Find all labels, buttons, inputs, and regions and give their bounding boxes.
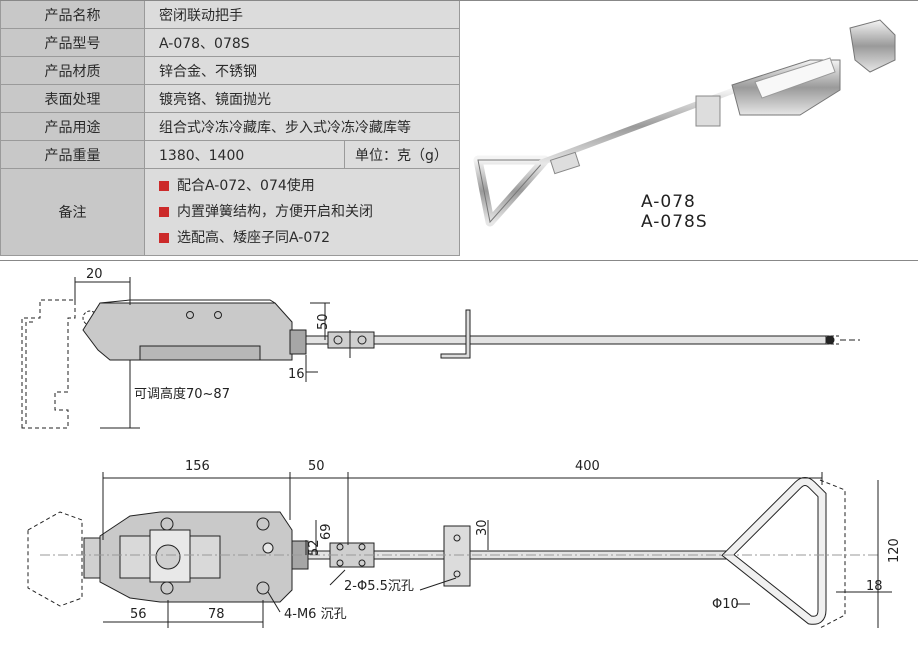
screw-spec-label: 4-M6 沉孔 [284, 607, 347, 622]
spec-label: 产品重量 [0, 140, 145, 169]
spec-unit: 单位：克（g） [344, 140, 460, 169]
top-view-drawing [27, 472, 892, 629]
spec-row: 产品型号 A-078、078S [0, 28, 460, 57]
spec-row: 表面处理 镀亮铬、镜面抛光 [0, 84, 460, 113]
adjust-height-label: 可调高度70~87 [134, 386, 230, 402]
section-divider [0, 260, 918, 261]
square-bullet-icon [159, 233, 169, 243]
rod-diameter-label: Φ10 [712, 597, 739, 612]
spec-label: 产品名称 [0, 0, 145, 29]
top-border [0, 0, 918, 1]
side-view-drawing [21, 277, 860, 429]
spec-row: 产品材质 锌合金、不锈钢 [0, 56, 460, 85]
dim-16: 16 [288, 367, 305, 382]
dim-78: 78 [208, 607, 225, 622]
model-label: A-078S [641, 212, 708, 232]
dim-50-side: 50 [316, 313, 331, 330]
model-label: A-078 [641, 192, 696, 212]
spec-value: 镀亮铬、镜面抛光 [144, 84, 460, 113]
spec-value: 锌合金、不锈钢 [144, 56, 460, 85]
spec-table: 产品名称 密闭联动把手 产品型号 A-078、078S 产品材质 锌合金、不锈钢… [0, 0, 460, 256]
spec-row: 产品重量 1380、1400 单位：克（g） [0, 140, 460, 169]
hole-spec-label: 2-Φ5.5沉孔 [344, 579, 414, 594]
dim-69: 69 [319, 523, 334, 540]
square-bullet-icon [159, 181, 169, 191]
spec-label: 产品材质 [0, 56, 145, 85]
dim-20: 20 [86, 267, 103, 282]
spec-value: 组合式冷冻冷藏库、步入式冷冻冷藏库等 [144, 112, 460, 141]
note-item: 内置弹簧结构，方便开启和关闭 [159, 199, 459, 225]
spec-notes: 配合A-072、074使用 内置弹簧结构，方便开启和关闭 选配高、矮座子同A-0… [144, 168, 460, 256]
dim-52: 52 [307, 539, 322, 556]
spec-notes-row: 备注 配合A-072、074使用 内置弹簧结构，方便开启和关闭 选配高、矮座子同… [0, 168, 460, 256]
spec-value: A-078、078S [144, 28, 460, 57]
spec-row: 产品名称 密闭联动把手 [0, 0, 460, 29]
dim-50-top: 50 [308, 459, 325, 474]
note-item: 配合A-072、074使用 [159, 173, 459, 199]
dim-156: 156 [185, 459, 210, 474]
dim-18: 18 [866, 579, 883, 594]
note-item: 选配高、矮座子同A-072 [159, 225, 459, 251]
dim-56: 56 [130, 607, 147, 622]
square-bullet-icon [159, 207, 169, 217]
product-photo [473, 19, 896, 227]
dim-30: 30 [475, 519, 490, 536]
dim-400: 400 [575, 459, 600, 474]
spec-label: 表面处理 [0, 84, 145, 113]
spec-row: 产品用途 组合式冷冻冷藏库、步入式冷冻冷藏库等 [0, 112, 460, 141]
spec-label: 产品用途 [0, 112, 145, 141]
dim-120: 120 [887, 538, 902, 563]
spec-notes-label: 备注 [0, 168, 145, 256]
